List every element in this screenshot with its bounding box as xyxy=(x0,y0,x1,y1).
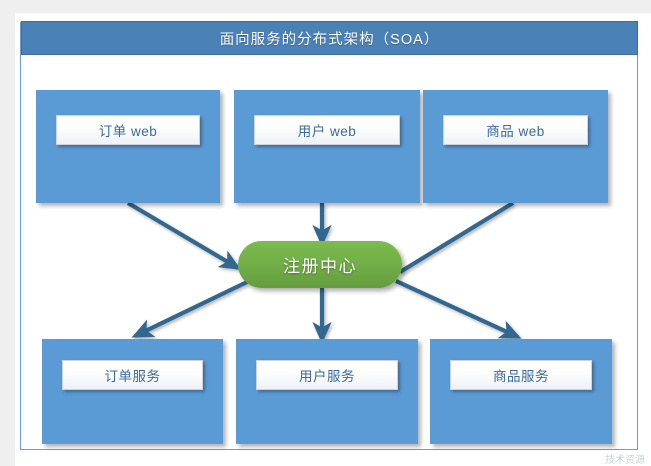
node-user-service[interactable]: 用户服务 xyxy=(236,339,418,444)
node-registry[interactable]: 注册中心 xyxy=(238,241,402,288)
watermark: 技术资源 xyxy=(605,455,645,466)
node-registry-label: 注册中心 xyxy=(283,257,357,276)
page-title: 面向服务的分布式架构（SOA） xyxy=(219,31,440,48)
node-product-web-label: 商品 web xyxy=(443,114,588,145)
node-product-service-label: 商品服务 xyxy=(450,359,592,390)
node-user-service-label: 用户服务 xyxy=(256,359,398,390)
node-order-web-label: 订单 web xyxy=(56,114,200,145)
node-user-web-label: 用户 web xyxy=(254,114,400,145)
node-product-web[interactable]: 商品 web xyxy=(423,90,608,203)
node-order-service[interactable]: 订单服务 xyxy=(42,339,223,444)
diagram-title-bar: 面向服务的分布式架构（SOA） xyxy=(21,21,638,55)
node-user-web[interactable]: 用户 web xyxy=(234,90,420,203)
node-order-web[interactable]: 订单 web xyxy=(36,90,220,203)
node-order-service-label: 订单服务 xyxy=(61,359,204,390)
node-product-service[interactable]: 商品服务 xyxy=(430,339,612,444)
